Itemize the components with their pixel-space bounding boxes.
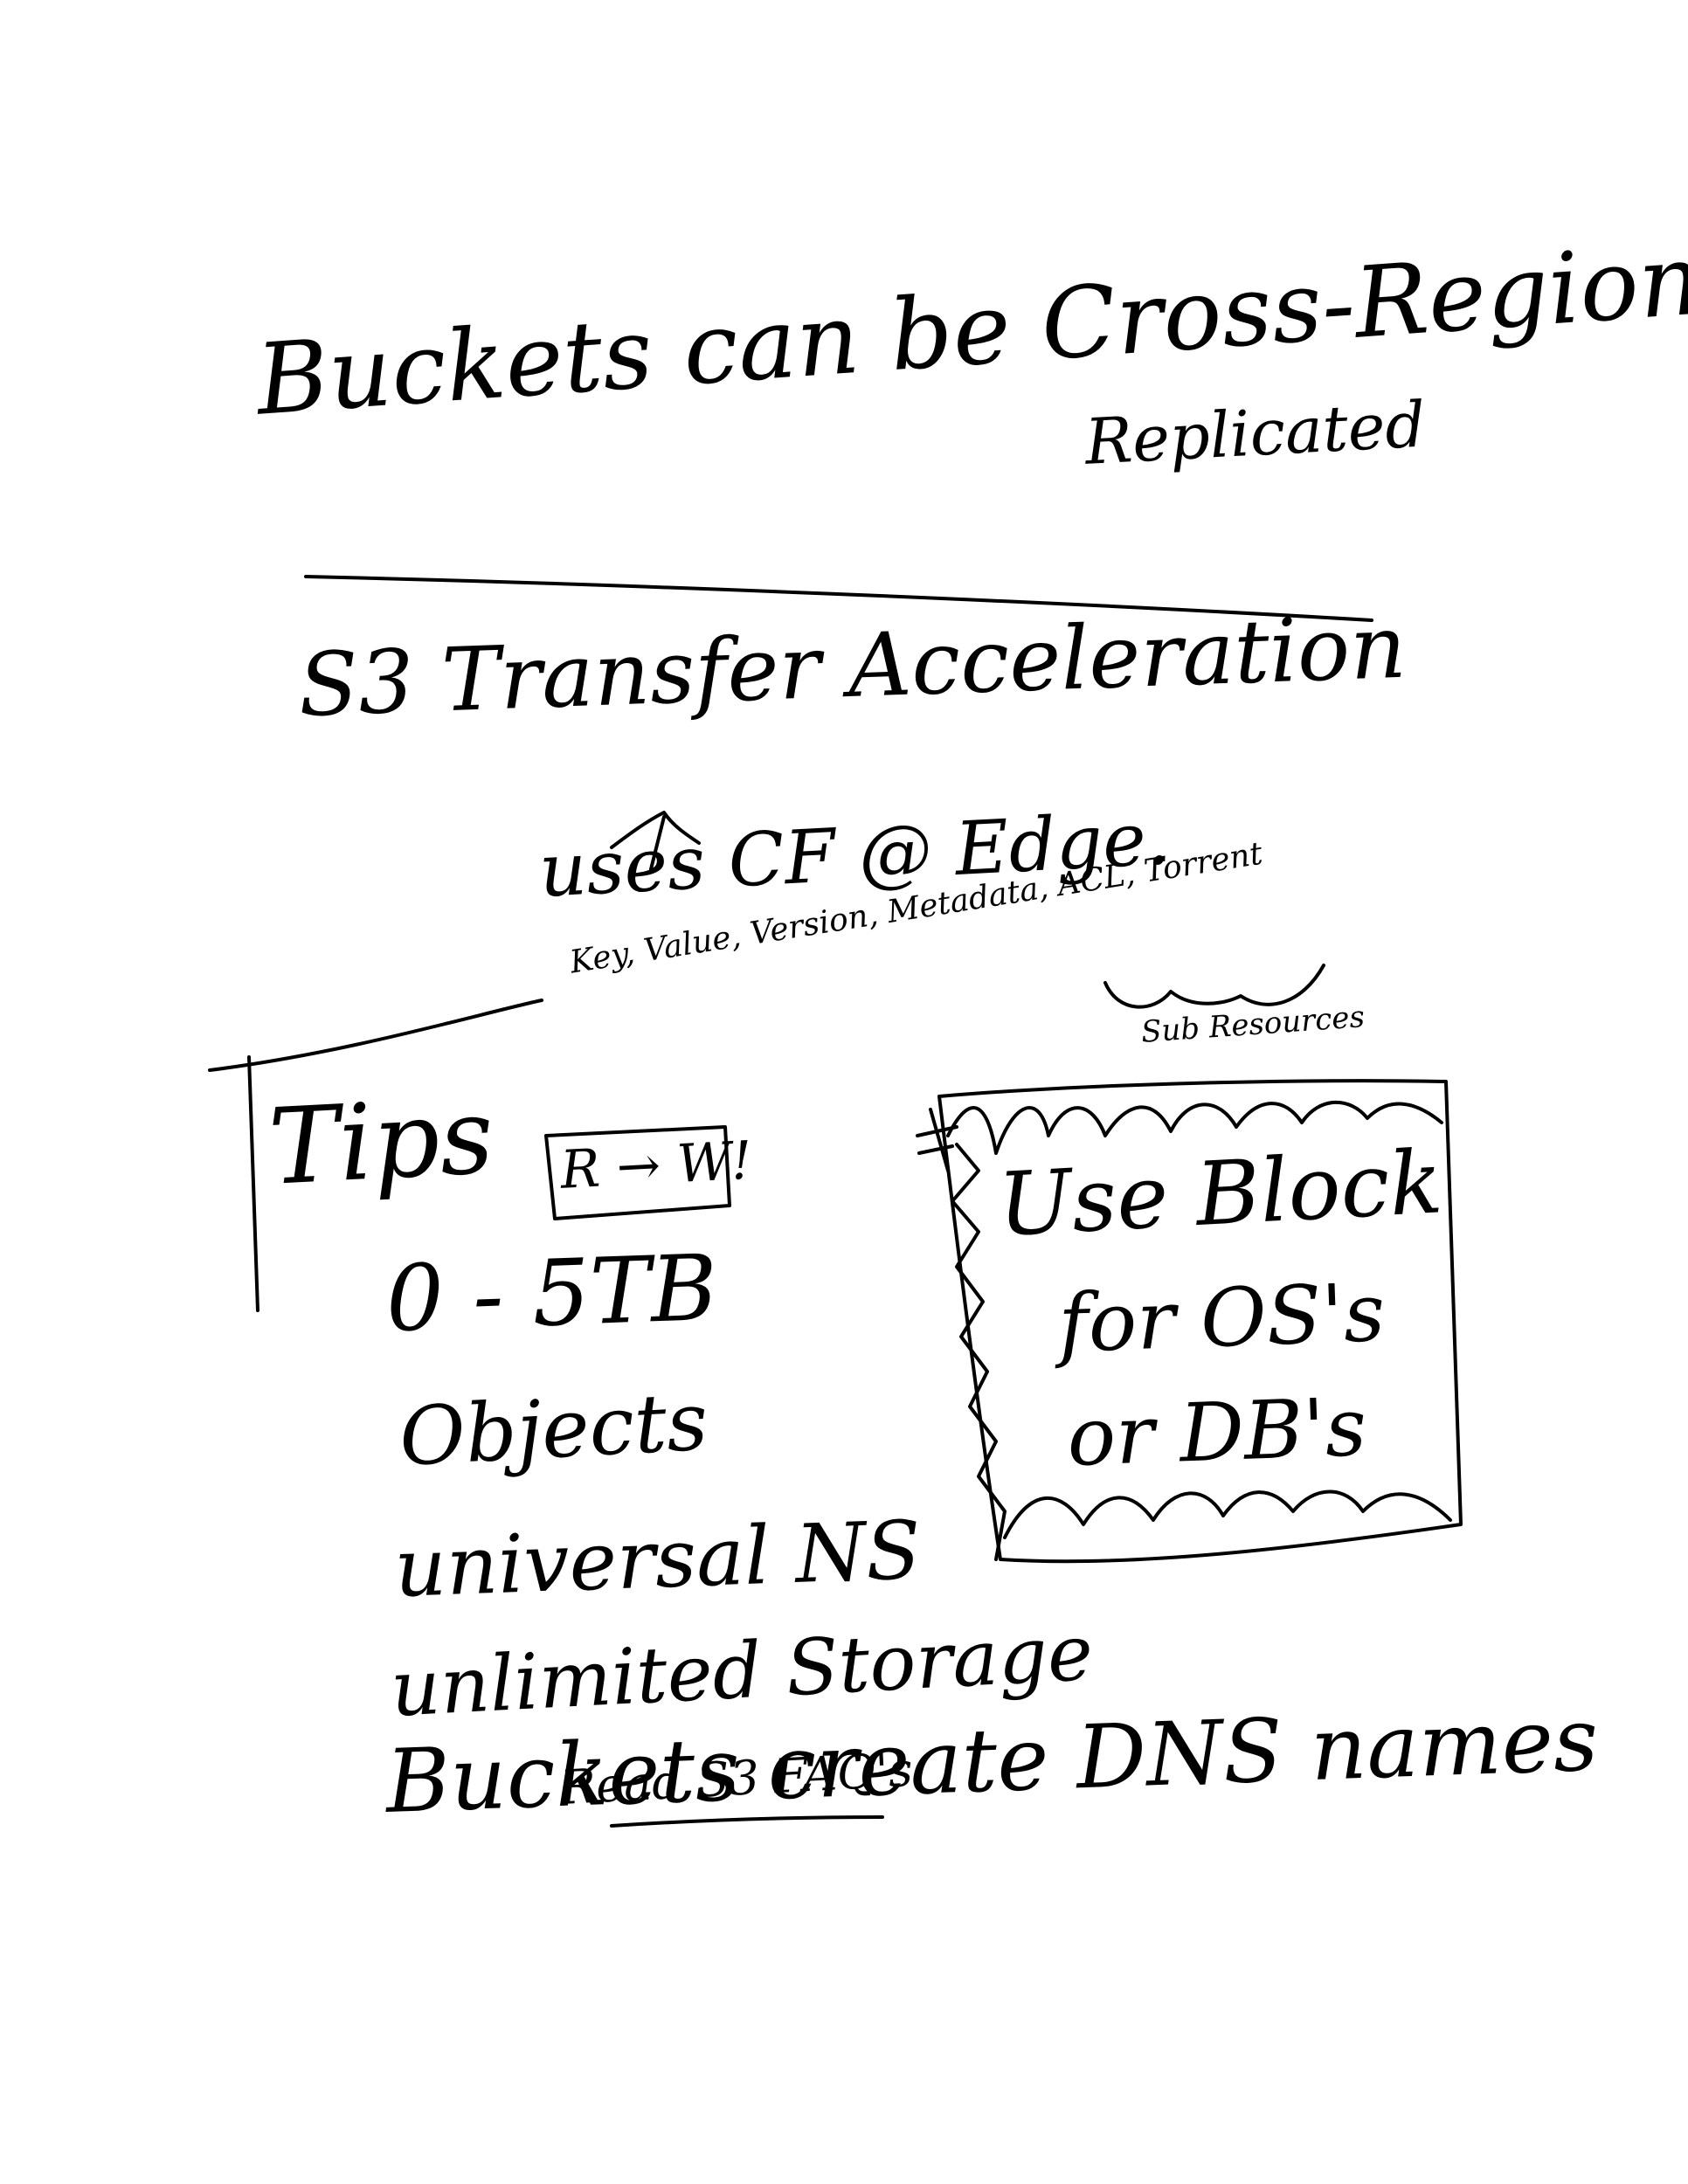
box-line-3: or DB's — [1065, 1380, 1368, 1484]
footer-underline — [610, 1815, 884, 1828]
zigzag-top — [946, 1100, 1443, 1155]
title-line-2: Replicated — [1083, 387, 1428, 479]
box-line-2: for OS's — [1056, 1265, 1387, 1371]
zigzag-left — [951, 1143, 1007, 1561]
tips-bracket-vertical — [247, 1055, 259, 1312]
tips-label: Tips — [266, 1075, 497, 1209]
block-box — [937, 1079, 1463, 1564]
rw-badge: R → W! — [558, 1130, 754, 1201]
tips-bracket — [208, 999, 543, 1072]
divider-line — [304, 575, 1373, 622]
list-item-objects: Objects — [397, 1374, 710, 1484]
arrow-up-icon — [610, 811, 701, 871]
box-line-1: Use Block — [995, 1130, 1445, 1256]
list-item-namespace: universal NS — [392, 1503, 923, 1615]
rw-box — [544, 1125, 731, 1220]
scribble-mark — [916, 1108, 958, 1172]
subresource-brace — [1103, 964, 1325, 1009]
list-item-size: 0 - 5TB — [384, 1234, 720, 1352]
zigzag-bottom — [1003, 1489, 1452, 1539]
